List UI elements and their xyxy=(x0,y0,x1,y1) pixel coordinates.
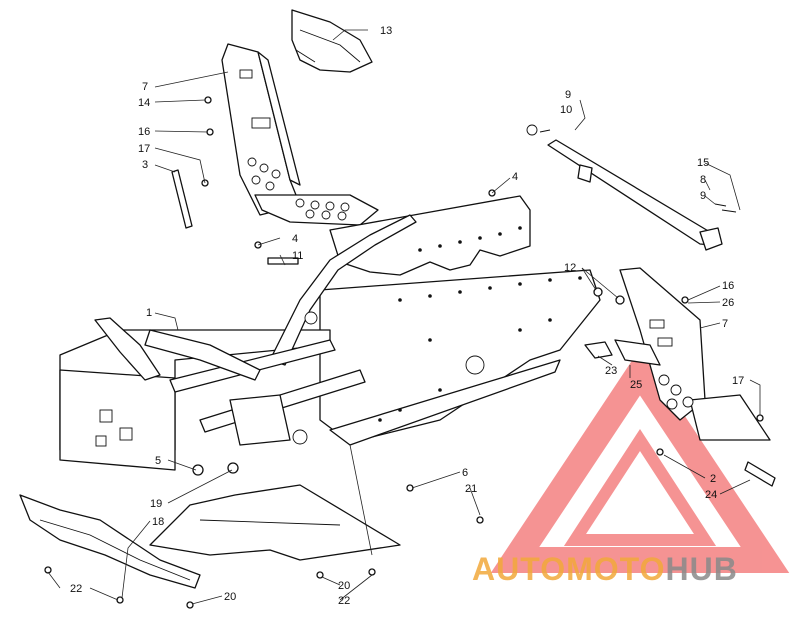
callout-17-left: 17 xyxy=(138,143,150,155)
callout-labels: 13 7 14 16 17 3 4 11 1 9 10 4 15 8 9 12 … xyxy=(70,25,744,607)
lower-block xyxy=(229,394,291,446)
callout-8: 8 xyxy=(700,174,706,186)
steering-support-assembly xyxy=(171,9,379,229)
right-skid-plate xyxy=(329,359,561,446)
svg-text:AUTOMOTOHUB: AUTOMOTOHUB xyxy=(472,551,738,587)
upper-arm-bracket xyxy=(577,164,593,183)
front-bracket xyxy=(94,317,161,381)
watermark-moto: MOTO xyxy=(566,551,665,587)
belly-pan xyxy=(19,484,401,589)
callout-19: 19 xyxy=(150,498,162,510)
upper-arm-assembly xyxy=(526,124,737,251)
wedge xyxy=(584,341,613,359)
callout-10: 10 xyxy=(560,104,572,116)
callout-22-right: 22 xyxy=(338,595,350,607)
front-skid xyxy=(19,494,201,589)
callout-15: 15 xyxy=(697,157,709,169)
upper-arm-end xyxy=(699,227,723,251)
steering-base xyxy=(254,194,379,226)
rod xyxy=(171,169,193,229)
steering-cover xyxy=(291,9,373,73)
upper-tube xyxy=(269,214,417,366)
callout-9-right: 9 xyxy=(700,190,706,202)
left-frame-face xyxy=(59,369,176,471)
callout-11: 11 xyxy=(292,250,303,262)
steering-post-plate xyxy=(221,43,301,216)
tunnel-top-plate xyxy=(329,195,531,276)
callout-20-left: 20 xyxy=(224,591,236,603)
callout-16-left: 16 xyxy=(138,126,150,138)
callout-24: 24 xyxy=(705,489,717,501)
callout-2: 2 xyxy=(710,473,716,485)
upper-arm xyxy=(547,139,716,246)
right-bracket-plate xyxy=(584,267,776,487)
callout-6: 6 xyxy=(462,467,468,479)
callout-7-right: 7 xyxy=(722,318,728,330)
callout-26: 26 xyxy=(722,297,734,309)
callout-1: 1 xyxy=(146,307,152,319)
callout-4-center: 4 xyxy=(512,171,518,183)
callout-17-right: 17 xyxy=(732,375,744,387)
grip-pad xyxy=(614,339,661,366)
watermark-logo xyxy=(490,348,790,573)
watermark-triangle-inner xyxy=(563,428,717,546)
front-bracket-2 xyxy=(144,329,261,381)
callout-13: 13 xyxy=(380,25,392,37)
callout-16-right: 16 xyxy=(722,280,734,292)
right-side-rail xyxy=(319,269,601,441)
watermark-hub: HUB xyxy=(665,551,737,587)
callout-12: 12 xyxy=(564,262,576,274)
bracket-foot xyxy=(689,394,771,441)
callout-20-right: 20 xyxy=(338,580,350,592)
steering-post-plate-side xyxy=(257,51,301,186)
callout-5: 5 xyxy=(155,455,161,467)
callout-21: 21 xyxy=(465,483,477,495)
callout-9-top: 9 xyxy=(565,89,571,101)
callout-23: 23 xyxy=(605,365,617,377)
frame-holes xyxy=(378,226,582,422)
main-frame xyxy=(59,195,601,471)
callout-4-left: 4 xyxy=(292,233,298,245)
steering-plate-holes xyxy=(239,69,350,221)
callout-7-left: 7 xyxy=(142,81,148,93)
strip xyxy=(744,461,776,487)
callout-14: 14 xyxy=(138,97,150,109)
callout-25: 25 xyxy=(630,379,642,391)
callout-3: 3 xyxy=(142,159,148,171)
leader-lines xyxy=(47,29,761,605)
watermark-text: AUTOMOTOHUB xyxy=(472,551,738,587)
watermark-triangle xyxy=(490,348,790,573)
watermark-auto: AUTO xyxy=(472,551,566,587)
callout-22-left: 22 xyxy=(70,583,82,595)
callout-18: 18 xyxy=(152,516,164,528)
